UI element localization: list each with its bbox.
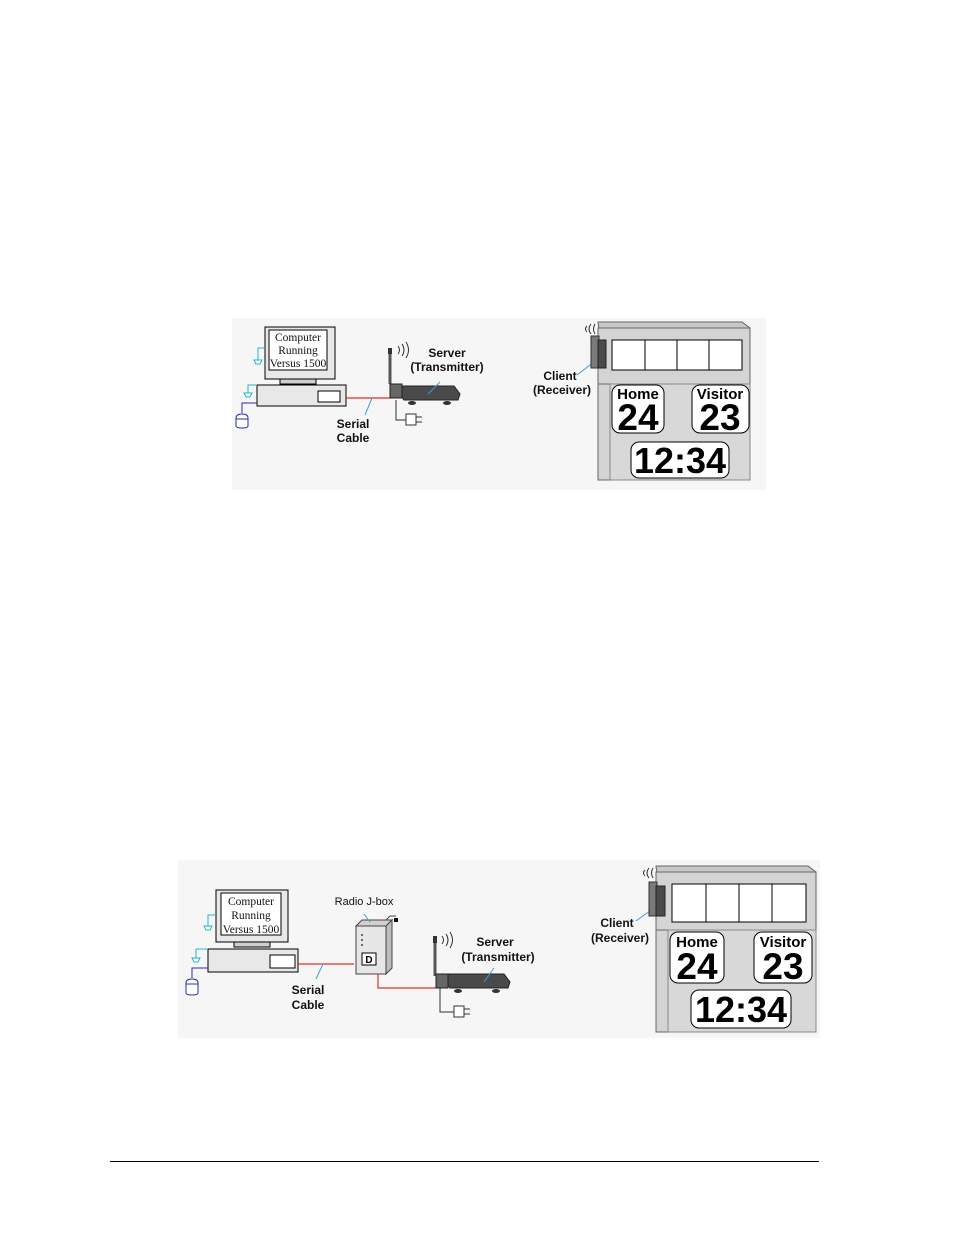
game-clock: 12:34	[634, 440, 726, 481]
mouse-icon	[235, 402, 257, 429]
computer-screen-line-2: Running	[278, 345, 318, 357]
radio-jbox-label: Radio J-box	[335, 896, 394, 908]
client-label-1: Client	[600, 916, 633, 930]
computer-monitor: Computer Running Versus 1500	[264, 326, 336, 385]
power-plug-icon	[439, 988, 470, 1018]
diagram-radio-jbox-connection: Computer Running Versus 1500 Serial Cabl…	[178, 860, 820, 1038]
computer-base-unit	[256, 384, 347, 407]
home-label: Home	[676, 934, 718, 951]
receiver-device	[643, 867, 666, 917]
home-score: 24	[617, 397, 659, 438]
computer-screen-line-1: Computer	[275, 332, 321, 344]
server-transmitter-device	[433, 931, 511, 993]
serial-cable	[346, 397, 390, 416]
mouse-icon	[185, 967, 208, 996]
diagram-direct-connection: Computer Running Versus 1500 Serial Cabl…	[232, 318, 766, 490]
visitor-label: Visitor	[697, 386, 744, 403]
computer-monitor: Computer Running Versus 1500	[215, 889, 289, 948]
server-label-2: (Transmitter)	[410, 360, 483, 374]
home-score: 24	[676, 946, 718, 987]
computer-base-unit	[207, 948, 299, 973]
serial-cable-label-1: Serial	[292, 983, 325, 997]
svg-text:D: D	[365, 955, 372, 966]
power-cord-icon	[191, 914, 216, 963]
power-plug-icon	[395, 400, 422, 426]
scoreboard: Home 24 Visitor 23 12:34	[597, 321, 751, 481]
visitor-label: Visitor	[760, 934, 807, 951]
computer-screen-line-3: Versus 1500	[270, 358, 327, 370]
power-cord-icon	[243, 347, 265, 398]
serial-cable-label-2: Cable	[292, 998, 325, 1012]
server-transmitter-device	[388, 341, 461, 405]
radio-jbox-device: D	[354, 913, 398, 976]
visitor-score: 23	[699, 397, 740, 438]
server-label-2: (Transmitter)	[461, 950, 534, 964]
computer-screen-line-3: Versus 1500	[223, 924, 280, 936]
server-label-1: Server	[476, 935, 514, 949]
serial-cable-label-1: Serial	[337, 417, 370, 431]
scoreboard: Home 24 Visitor 23 12:34	[655, 865, 817, 1033]
client-label-2: (Receiver)	[533, 383, 591, 397]
client-label-2: (Receiver)	[591, 931, 649, 945]
game-clock: 12:34	[695, 989, 787, 1030]
computer-screen-line-1: Computer	[228, 896, 274, 908]
receiver-device	[585, 323, 607, 369]
client-label-1: Client	[543, 369, 576, 383]
server-label-1: Server	[428, 346, 466, 360]
visitor-score: 23	[762, 946, 803, 987]
serial-cable-label-2: Cable	[337, 431, 370, 445]
jbox-to-server-cable	[377, 974, 436, 989]
home-label: Home	[617, 386, 659, 403]
computer-screen-line-2: Running	[231, 910, 271, 922]
serial-cable	[298, 963, 354, 980]
footer-rule	[110, 1161, 819, 1162]
